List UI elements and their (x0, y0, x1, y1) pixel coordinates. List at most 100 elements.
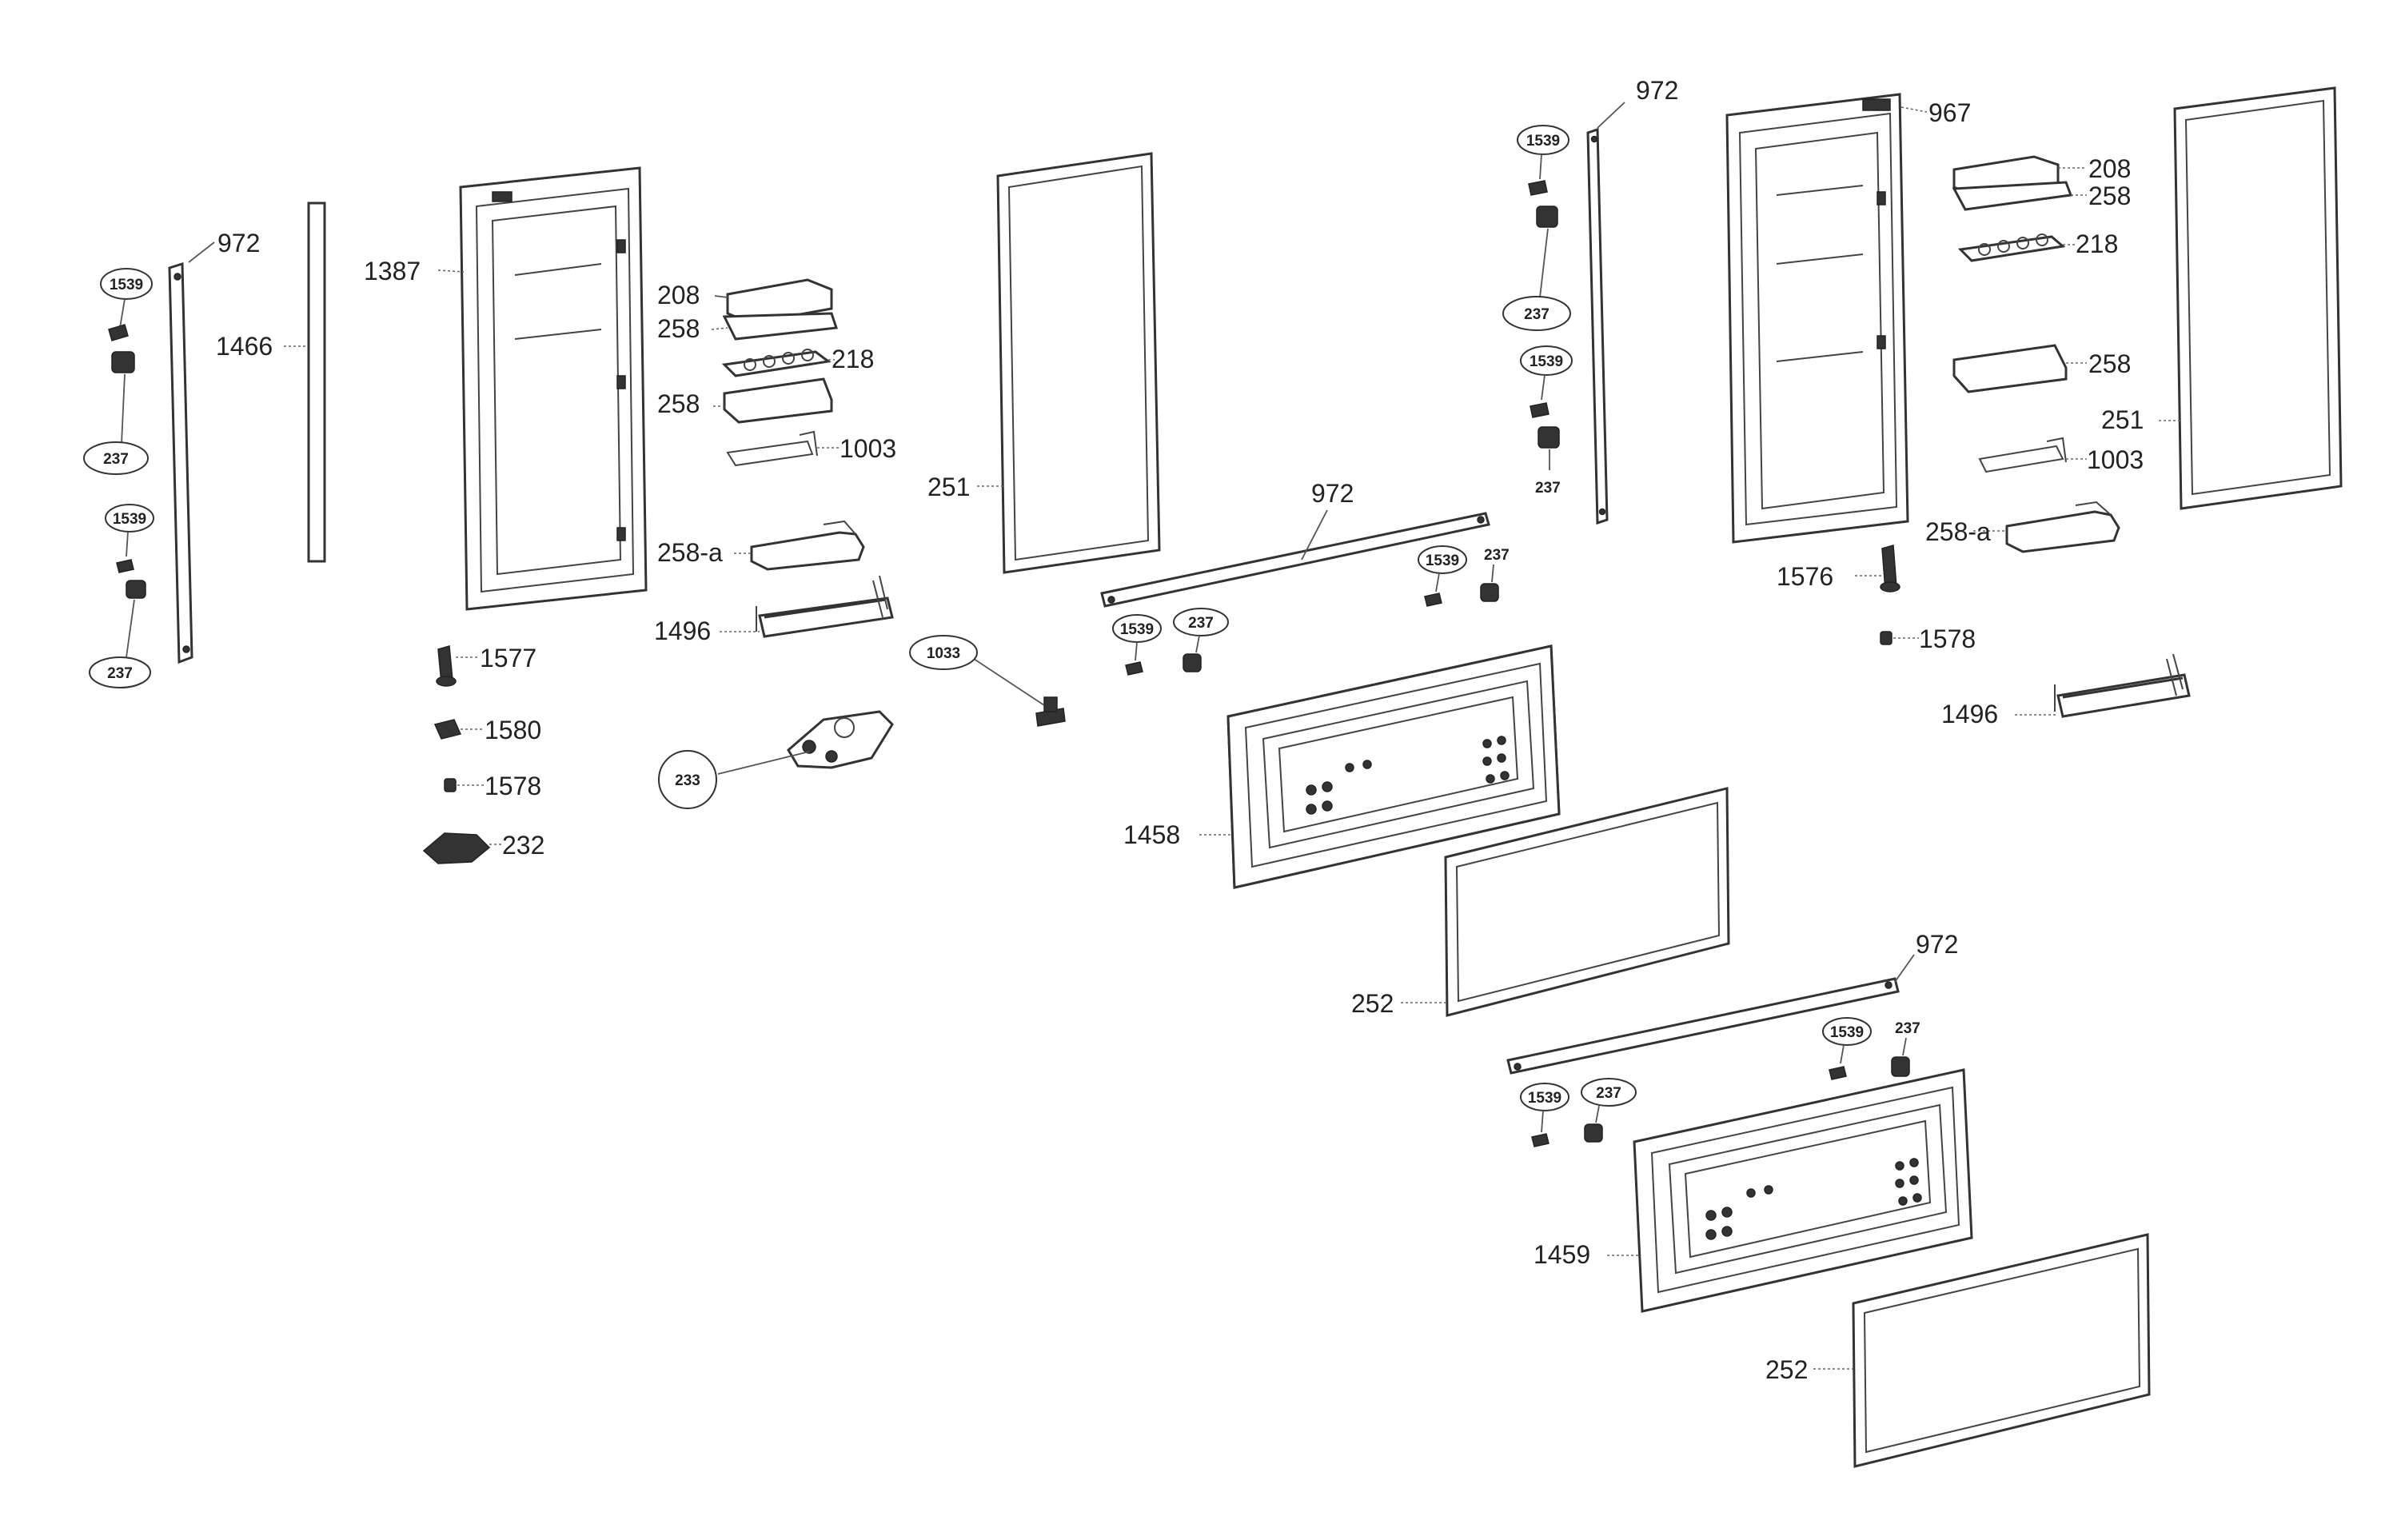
label-237-g: 237 (1524, 306, 1549, 323)
label-1496-a: 1496 (654, 616, 711, 645)
rail-972-lower (1506, 977, 1900, 1075)
shelf-258a-left (750, 531, 865, 571)
label-258-d: 258 (2088, 349, 2131, 378)
bushing-icon (1480, 583, 1499, 602)
tag-237-g (1502, 296, 1571, 331)
middle-rail-group: 972 1539 237 1539 237 (1100, 479, 1510, 676)
label-1539-a: 1539 (110, 277, 143, 293)
label-1578-b: 1578 (1919, 624, 1976, 653)
label-237-c: 237 (1484, 547, 1510, 564)
right-hinge-group: 972 1539 237 1539 237 (1502, 76, 1678, 525)
part-1033-group: 1033 (909, 635, 1066, 727)
clip-icon (433, 719, 462, 740)
label-1539-c: 1539 (1426, 553, 1459, 569)
lower-rail-group: 972 1539 237 1539 237 (1506, 930, 1958, 1147)
left-door-group: 1387 (364, 166, 648, 611)
label-1578: 1578 (485, 772, 541, 800)
label-258-c: 258 (2088, 182, 2131, 210)
tag-1033 (909, 635, 978, 670)
label-237-h: 237 (1535, 480, 1561, 497)
label-258a-b: 258-a (1925, 517, 1991, 546)
shelf-bracket-1496-right (2056, 673, 2191, 718)
tag-237-b (89, 656, 151, 688)
label-1539-h: 1539 (1530, 353, 1563, 370)
tag-233 (658, 750, 717, 809)
hinge-233 (787, 710, 894, 769)
label-1539-e: 1539 (1830, 1024, 1864, 1041)
screw-icon (1530, 402, 1549, 418)
label-218-b: 218 (2076, 229, 2118, 258)
label-208-b: 208 (2088, 154, 2131, 183)
label-208-a: 208 (657, 281, 700, 309)
label-237-f: 237 (1596, 1085, 1621, 1102)
bushing-icon (1891, 1056, 1910, 1077)
label-972-c: 972 (1916, 930, 1958, 959)
label-1003-b: 1003 (2087, 445, 2144, 474)
freezer-door-buttons (1306, 736, 1510, 815)
bushing-icon (126, 580, 146, 599)
label-1466: 1466 (216, 332, 273, 361)
label-1580: 1580 (485, 716, 541, 744)
bushing-icon (1536, 205, 1558, 228)
left-door-hardware: 1577 1580 1578 232 (422, 644, 544, 864)
left-door-1387 (459, 166, 648, 611)
screw-icon (1125, 661, 1143, 676)
bushing-icon (1584, 1123, 1603, 1143)
screw-icon (116, 559, 134, 573)
screw-icon (1531, 1133, 1549, 1147)
label-258-a: 258 (657, 314, 700, 343)
spring-icon (444, 778, 457, 792)
label-1387: 1387 (364, 257, 421, 285)
label-1459: 1459 (1534, 1240, 1590, 1269)
freezer-door-1459-group: 1459 (1534, 1068, 1973, 1313)
tag-1539-a (100, 268, 153, 300)
shelf-258-right-b (1952, 344, 2068, 393)
label-1003-a: 1003 (840, 434, 896, 463)
door-gasket-251-b (2173, 86, 2343, 510)
tag-237-d (1173, 608, 1229, 636)
gasket-251-middle: 251 (927, 152, 1161, 574)
right-door-group: 967 (1725, 93, 1971, 544)
screw-icon (1424, 592, 1442, 607)
wire-rack-1003-left (726, 440, 814, 467)
label-1458: 1458 (1123, 820, 1180, 849)
label-237-e: 237 (1895, 1020, 1920, 1037)
freezer-gasket-252-b-group: 252 (1765, 1233, 2151, 1468)
screw-icon (108, 324, 129, 341)
wire-rack-1003-right (1978, 445, 2064, 473)
bushing-icon (1183, 653, 1202, 672)
label-967: 967 (1928, 98, 1971, 127)
screw-icon (1829, 1066, 1847, 1080)
tag-1539-b (105, 504, 154, 533)
label-1577: 1577 (480, 644, 536, 672)
label-1033: 1033 (927, 645, 960, 662)
label-972-d: 972 (1636, 76, 1678, 105)
label-251-a: 251 (927, 473, 970, 501)
right-door-967 (1725, 93, 1909, 544)
gasket-251-right: 251 (2101, 86, 2343, 510)
right-shelves-group: 208 258 218 258 1003 258-a 1496 (1925, 154, 2191, 728)
left-shelves-group: 208 258 218 258 1003 258-a 1496 (654, 278, 896, 645)
bushing-icon (111, 351, 135, 373)
label-251-b: 251 (2101, 405, 2144, 434)
label-1539-d: 1539 (1120, 621, 1154, 638)
tag-1539-g (1517, 125, 1569, 155)
label-252-b: 252 (1765, 1355, 1808, 1384)
freezer-door-1458-group: 1458 (1123, 644, 1561, 889)
label-237-a: 237 (103, 451, 129, 468)
right-door-hardware: 1576 1578 (1777, 545, 1976, 653)
label-232: 232 (502, 831, 544, 860)
hinge-strip-972-right (1586, 127, 1609, 525)
screw-icon (1528, 180, 1548, 196)
label-1539-f: 1539 (1528, 1090, 1561, 1107)
label-1496-b: 1496 (1941, 700, 1998, 728)
label-252-a: 252 (1351, 989, 1394, 1018)
bushing-icon (1538, 426, 1560, 449)
label-258-b: 258 (657, 389, 700, 418)
label-1539-g: 1539 (1526, 133, 1560, 150)
shelf-258-left-b (723, 377, 833, 424)
label-218-a: 218 (832, 345, 874, 373)
label-237-b: 237 (107, 665, 133, 682)
freezer-gasket-252-b (1852, 1233, 2151, 1468)
